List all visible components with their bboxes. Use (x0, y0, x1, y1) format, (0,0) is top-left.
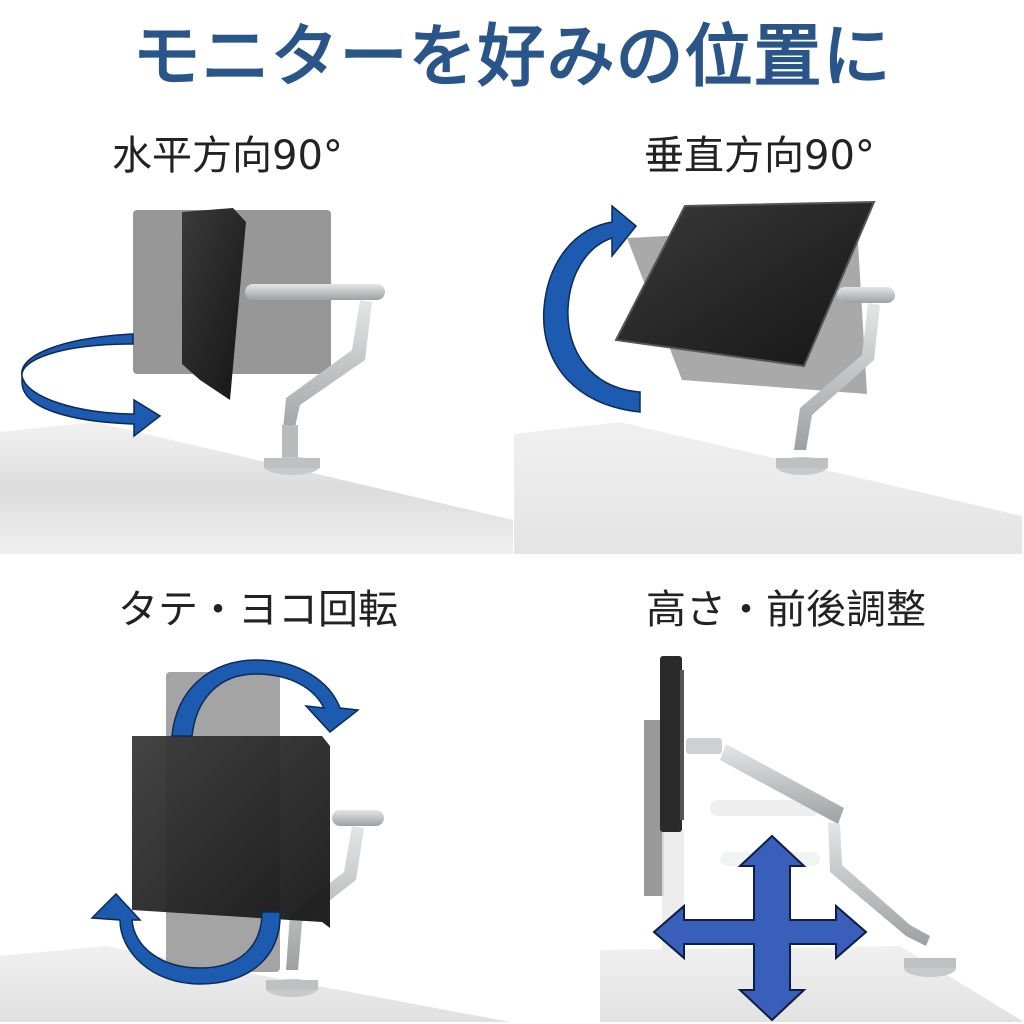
panel-label-vertical: 垂直方向90° (644, 133, 875, 179)
panel-rotation (0, 650, 512, 1024)
vertical-rotation-arrow-icon (542, 204, 641, 413)
panel-label-rotation: タテ・ヨコ回転 (118, 587, 398, 633)
horizontal-rotation-arrow-icon (21, 333, 162, 438)
desk-surface (0, 422, 513, 554)
monitor-landscape (132, 736, 330, 928)
panel-label-horizontal: 水平方向90° (112, 133, 343, 179)
four-way-arrow-icon (652, 834, 868, 1022)
monitor-side (660, 656, 684, 832)
panel-label-height: 高さ・前後調整 (646, 587, 926, 633)
rotation-arrow-top-icon (171, 659, 360, 737)
panel-vertical-tilt (512, 190, 1024, 556)
desk-surface (600, 946, 1024, 1022)
page-title: モニターを好みの位置に (132, 18, 892, 97)
desk-surface (0, 946, 510, 1022)
panel-height-depth (600, 640, 1024, 1024)
arm (245, 284, 385, 475)
rotation-arrow-bottom-icon (90, 892, 281, 985)
desk-surface (514, 422, 1022, 554)
panel-horizontal-swivel (0, 200, 514, 556)
monitor-swiveled (182, 208, 246, 400)
monitor-tilted (614, 200, 876, 368)
arm (686, 738, 956, 977)
arm (776, 287, 895, 475)
